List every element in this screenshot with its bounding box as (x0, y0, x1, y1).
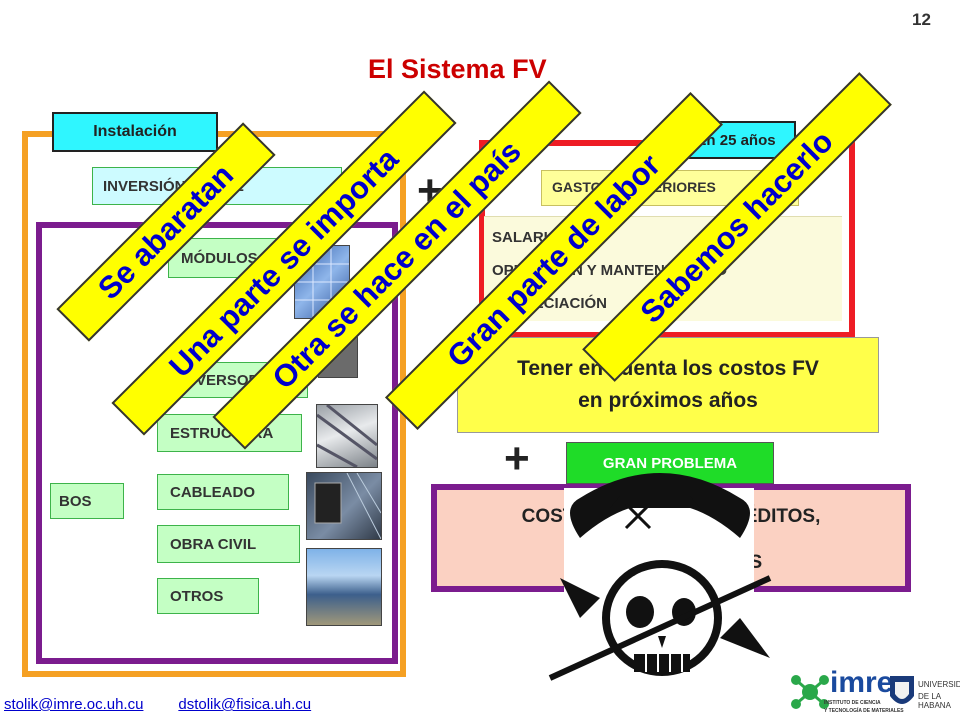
future-costs-line1: Tener en cuenta los costos FV (517, 357, 819, 380)
structure-frame-icon (317, 405, 377, 467)
footer-links: stolik@imre.oc.uh.cu dstolik@fisica.uh.c… (4, 696, 311, 714)
others-item: OTROS (157, 578, 259, 614)
civil-works-image (306, 548, 382, 626)
wiring-box-icon (314, 473, 381, 539)
imre-logo-text: imre (830, 666, 894, 699)
wiring-image (306, 472, 382, 540)
bos-label: BOS (50, 483, 124, 519)
pirate-skull-icon (548, 473, 772, 681)
installation-tag: Instalación (52, 112, 218, 152)
university-name-1: UNIVERSIDAD (918, 680, 960, 689)
imre-subtitle-2: Y TECNOLOGÍA DE MATERIALES (824, 708, 904, 714)
bos-frame (36, 222, 398, 664)
imre-molecule-icon (791, 675, 829, 709)
wiring-item: CABLEADO (157, 474, 289, 510)
plus-sign-bottom: + (504, 434, 530, 483)
email-link-2[interactable]: dstolik@fisica.uh.cu (178, 696, 312, 713)
slide-title: El Sistema FV (368, 54, 547, 84)
civil-works-item: OBRA CIVIL (157, 525, 300, 563)
institution-logos: imre INSTITUTO DE CIENCIA Y TECNOLOGÍA D… (790, 666, 960, 718)
university-name-2: DE LA HABANA (918, 692, 951, 710)
future-costs-line2: en próximos años (578, 389, 758, 412)
university-seal-icon (890, 676, 914, 704)
slide-number: 12 (912, 10, 931, 29)
email-link-1[interactable]: stolik@imre.oc.uh.cu (4, 696, 144, 713)
imre-subtitle-1: INSTITUTO DE CIENCIA (824, 700, 881, 706)
structure-image (316, 404, 378, 468)
future-costs-box: Tener en cuenta los costos FV en próximo… (457, 337, 879, 433)
